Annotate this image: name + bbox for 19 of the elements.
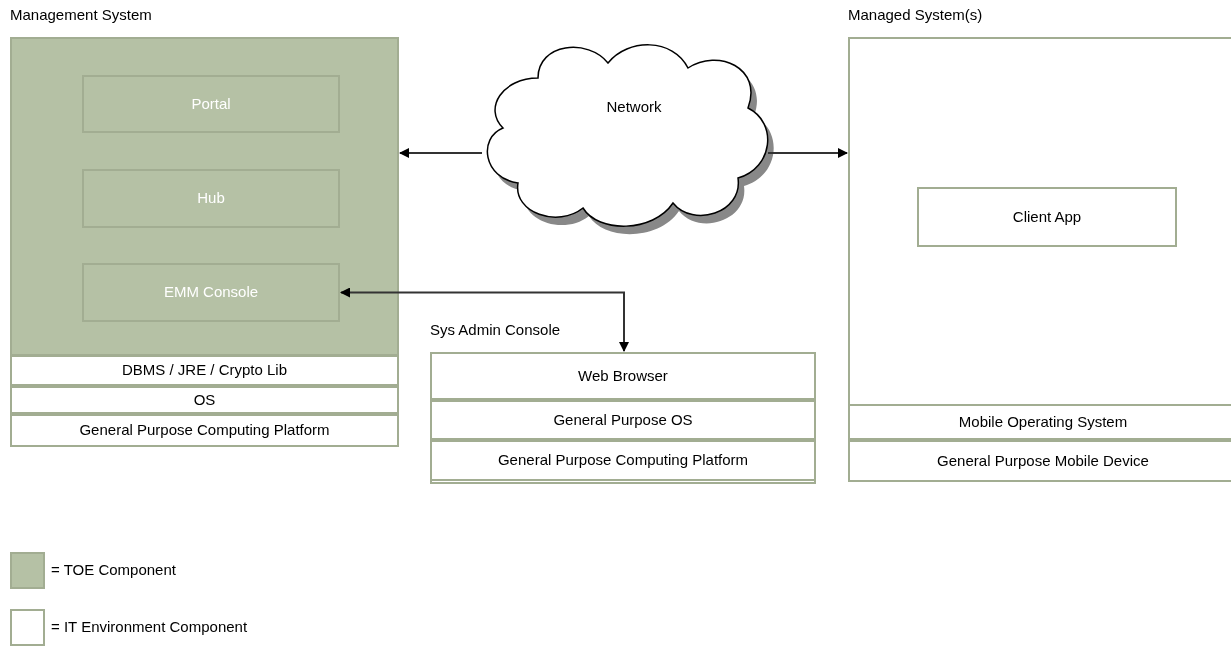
node-label: Management System	[10, 5, 152, 25]
component-box: General Purpose OS	[430, 400, 816, 440]
component-box: OS	[10, 386, 399, 414]
toe-panel	[10, 37, 399, 356]
component-box: DBMS / JRE / Crypto Lib	[10, 355, 399, 386]
component-box: Client App	[917, 187, 1177, 247]
legend-label: = TOE Component	[51, 560, 176, 581]
component-box: Portal	[82, 75, 340, 133]
legend-label: = IT Environment Component	[51, 617, 248, 638]
node-label: Sys Admin Console	[430, 320, 561, 340]
connector-arrow	[340, 287, 629, 352]
node-label: Managed System(s)	[848, 5, 983, 25]
component-box: Mobile Operating System	[848, 404, 1231, 440]
connector-arrow	[399, 148, 483, 158]
connector-arrow	[767, 148, 848, 158]
component-box: Hub	[82, 169, 340, 228]
node-label: Network	[606, 97, 662, 117]
component-box: General Purpose Computing Platform	[430, 440, 816, 481]
component-box: EMM Console	[82, 263, 340, 322]
